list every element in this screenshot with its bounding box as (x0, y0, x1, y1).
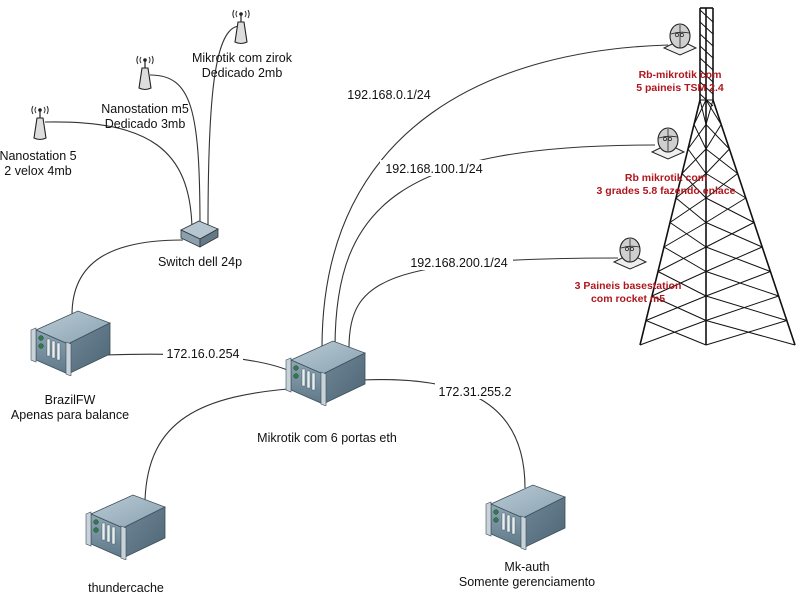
thundercache-label: thundercache (88, 581, 164, 595)
panel1-sublabel: 5 paineis TSM 2.4 (636, 82, 724, 94)
tower-brace (681, 148, 707, 174)
link-zirok-switch (207, 25, 241, 229)
tower-brace (693, 124, 707, 150)
tower-brace (705, 197, 755, 223)
tower-brace (675, 197, 707, 223)
dish-icon-panel2 (651, 127, 685, 160)
link-mikrotik-panel2 (334, 144, 656, 349)
server-icon-mikrotik (285, 340, 366, 406)
tower-brace (705, 222, 755, 248)
link-mikrotik-mkauth (361, 379, 526, 489)
tower-brace (705, 271, 779, 297)
tower-brace (687, 124, 707, 150)
tower-brace (693, 99, 707, 125)
tower-brace (645, 320, 707, 346)
tower-brace (705, 222, 763, 248)
tower-brace (705, 99, 722, 125)
link-label-panel3: 192.168.200.1/24 (410, 256, 507, 270)
dish-icon-panel3 (613, 237, 647, 270)
server-icon-thundercache (85, 494, 166, 560)
nanostation5-sublabel: 2 velox 4mb (4, 164, 71, 178)
antenna-icon-nanostation5 (31, 105, 49, 141)
antenna-icon-nanostation-m5 (136, 55, 154, 91)
link-nanostation-m5-switch (149, 74, 201, 229)
tower-brace (705, 99, 714, 125)
tower-brace (699, 99, 707, 125)
link-switch-brazilfw (71, 239, 184, 316)
panel1-label: Rb-mikrotik com (639, 69, 722, 81)
tower-brace (705, 246, 771, 272)
tower-brace (705, 320, 787, 346)
nanostation-m5-sublabel: Dedicado 3mb (105, 117, 186, 131)
brazilfw-label: BrazilFW (45, 393, 96, 407)
tower-brace (705, 148, 738, 174)
tower-brace (681, 173, 707, 199)
link-label-brazilfw: 172.16.0.254 (167, 347, 240, 361)
tower-brace (699, 69, 714, 83)
tower (639, 7, 796, 346)
tower-brace (669, 197, 707, 223)
link-mikrotik-panel3 (348, 257, 619, 349)
nanostation-m5-label: Nanostation m5 (101, 102, 189, 116)
server-icon-mkauth (485, 484, 566, 550)
tower-brace (669, 222, 707, 248)
panel3-sublabel: com rocket m5 (591, 293, 665, 305)
dish-icon-panel1 (663, 23, 697, 56)
tower-brace (699, 57, 714, 71)
link-label-panel2: 192.168.100.1/24 (385, 162, 482, 176)
tower-brace (651, 271, 707, 297)
mikrotik-label: Mikrotik com 6 portas eth (257, 431, 397, 445)
tower-brace (639, 320, 707, 346)
link-label-mkauth: 172.31.255.2 (439, 385, 512, 399)
tower-brace (663, 222, 707, 248)
server-icon-brazilfw (30, 310, 111, 376)
link-labels: 172.16.0.254 192.168.0.1/24 192.168.100.… (163, 86, 515, 399)
tower-brace (657, 271, 707, 297)
link-mikrotik-thundercache (144, 387, 301, 501)
tower-brace (663, 246, 707, 272)
tower-brace (699, 21, 714, 35)
tower-brace (705, 295, 779, 321)
tower-brace (657, 246, 707, 272)
connections (44, 25, 669, 501)
tower-brace (705, 271, 771, 297)
mikrotik-zirok-sublabel: Dedicado 2mb (202, 66, 283, 80)
tower-brace (705, 295, 787, 321)
tower-brace (705, 197, 747, 223)
panel3-label: 3 Paineis basestation (575, 280, 682, 292)
brazilfw-sublabel: Apenas para balance (11, 408, 129, 422)
tower-brace (705, 173, 738, 199)
tower-brace (705, 173, 747, 199)
tower-brace (699, 9, 714, 23)
tower-brace (705, 124, 730, 150)
panel2-label: Rb mikrotik com (625, 172, 707, 184)
link-nanostation5-switch (44, 121, 193, 229)
tower-brace (705, 246, 763, 272)
tower-brace (675, 173, 707, 199)
switch-icon (180, 220, 219, 248)
tower-brace (705, 124, 722, 150)
tower-brace (699, 45, 714, 59)
nanostation5-label: Nanostation 5 (0, 149, 77, 163)
link-mikrotik-panel1 (321, 44, 669, 349)
tower-brace (699, 81, 714, 95)
panel2-sublabel: 3 grades 5.8 fazendo enlace (597, 185, 736, 197)
switch-label: Switch dell 24p (158, 255, 242, 269)
tower-brace (699, 33, 714, 47)
mkauth-sublabel: Somente gerenciamento (459, 575, 595, 589)
mkauth-label: Mk-auth (504, 560, 549, 574)
tower-brace (651, 295, 707, 321)
mikrotik-zirok-label: Mikrotik com zirok (192, 51, 293, 65)
tower-brace (645, 295, 707, 321)
tower-brace (705, 148, 730, 174)
link-label-panel1: 192.168.0.1/24 (347, 88, 430, 102)
tower-brace (705, 320, 796, 346)
tower-brace (687, 148, 707, 174)
